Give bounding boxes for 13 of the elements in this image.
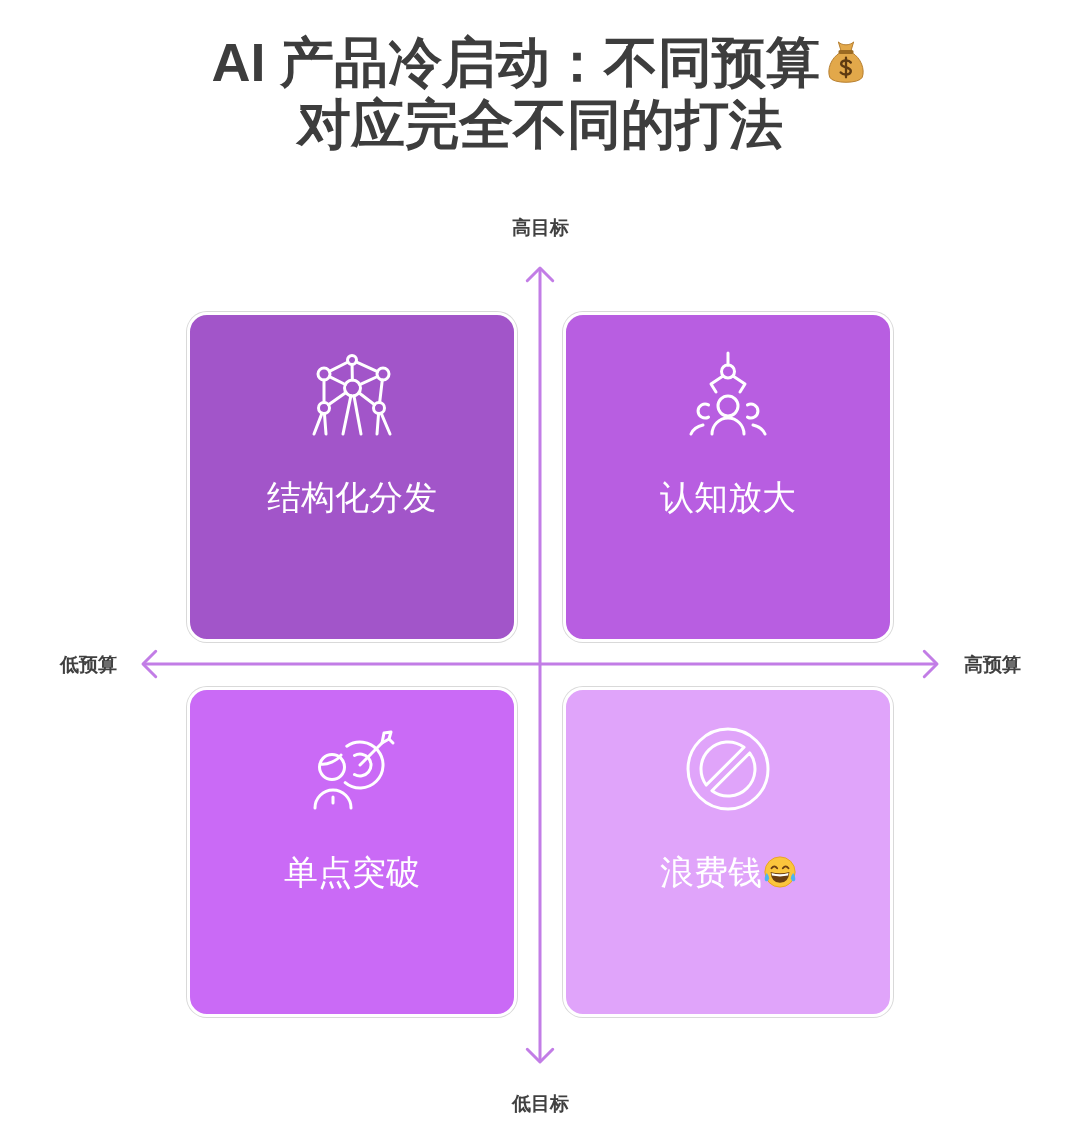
quadrant-label: 结构化分发 [267,477,437,518]
quadrant-card [563,312,893,642]
quadrant-label: 单点突破 [284,852,420,893]
axis-label: 高目标 [511,216,569,240]
quadrant-card [187,312,517,642]
axis-label: 低目标 [511,1092,569,1116]
quadrant-card [563,687,893,1017]
title: AI 产品冷启动：不同预算对应完全不同的打法 [210,31,822,155]
quadrant-label: 浪费钱 [659,852,762,893]
quadrant-label: 认知放大 [660,477,796,518]
axis-label: 低预算 [59,653,117,677]
quadrant-card [187,687,517,1017]
axis-label: 高预算 [963,653,1021,677]
